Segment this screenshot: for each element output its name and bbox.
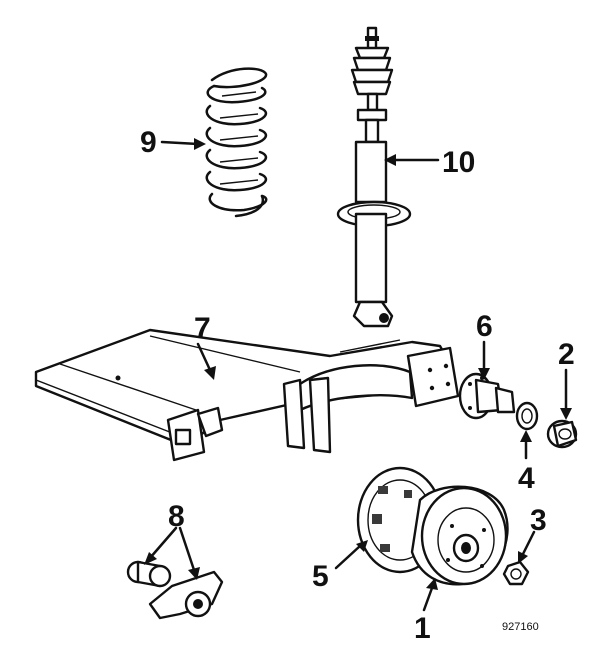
callout-9: 9	[140, 126, 157, 159]
callout-2: 2	[558, 338, 575, 371]
wheel-bearing	[515, 401, 539, 431]
callout-3: 3	[530, 504, 547, 537]
coil-spring	[205, 67, 268, 218]
spindle	[458, 372, 516, 420]
drawing-code: 927160	[502, 621, 539, 633]
callout-6: 6	[476, 310, 493, 343]
axle-nut	[502, 560, 530, 586]
callout-4: 4	[518, 462, 535, 495]
shock-absorber	[336, 26, 412, 328]
callout-7: 7	[194, 312, 211, 345]
hub-cap	[546, 419, 578, 449]
axle-beam	[34, 328, 460, 462]
brake-drum	[410, 485, 509, 586]
callout-10: 10	[442, 146, 475, 179]
callout-1: 1	[414, 612, 431, 645]
leader-arrows	[144, 138, 572, 612]
bushings	[126, 560, 224, 620]
callout-5: 5	[312, 560, 329, 593]
callout-8: 8	[168, 500, 185, 533]
